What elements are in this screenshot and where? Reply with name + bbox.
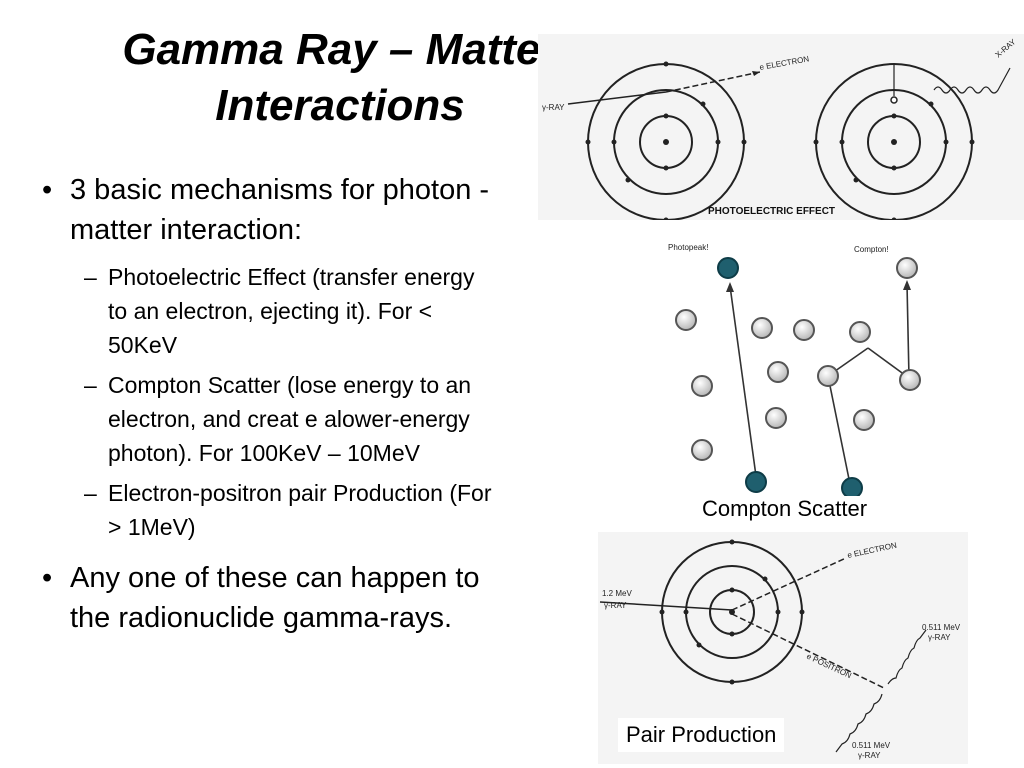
bullet-any-one: Any one of these can happen to the radio…: [40, 558, 500, 638]
title-line-2: Interactions: [215, 81, 465, 130]
compton-caption: Compton Scatter: [702, 496, 868, 522]
pp-label-annih-2b: γ-RAY: [858, 751, 881, 760]
pp-label-annih-1: 0.511 MeV: [922, 623, 961, 632]
pp-label-annih-2: 0.511 MeV: [852, 741, 891, 750]
pe-label-xray: X-RAY: [994, 37, 1019, 60]
pp-label-gamma: γ-RAY: [604, 601, 627, 610]
pair-production-diagram: 1.2 MeV γ-RAY e ELECTRON e POSITRON 0.51…: [599, 539, 961, 760]
pp-label-electron: e ELECTRON: [847, 541, 898, 560]
compton-figure: Photopeak! Compton!: [662, 236, 942, 498]
label-compton: Compton!: [854, 245, 889, 254]
title-line-1: Gamma Ray – Matter: [122, 25, 558, 74]
pe-label-electron: e ELECTRON: [759, 54, 810, 72]
slide-title: Gamma Ray – Matter Interactions: [40, 22, 640, 134]
label-photopeak: Photopeak!: [668, 243, 708, 252]
pp-label-positron: e POSITRON: [805, 652, 853, 681]
pe-label-gamma: γ-RAY: [542, 103, 565, 112]
sub-bullet-pair: Electron-positron pair Production (For >…: [40, 476, 500, 544]
pe-caption: PHOTOELECTRIC EFFECT: [708, 206, 835, 217]
bullet-mechanisms: 3 basic mechanisms for photon - matter i…: [40, 170, 500, 250]
sub-bullet-compton: Compton Scatter (lose energy to an elect…: [40, 368, 500, 470]
sub-bullet-photoelectric: Photoelectric Effect (transfer energy to…: [40, 260, 500, 362]
compton-diagram: Photopeak! Compton!: [668, 243, 921, 498]
pair-production-caption: Pair Production: [618, 718, 785, 752]
photoelectric-figure: γ-RAY e ELECTRON X-RAY PHOTOELECTRIC EFF…: [538, 34, 1024, 220]
photoelectric-diagram: γ-RAY e ELECTRON X-RAY PHOTOELECTRIC EFF…: [542, 37, 1019, 220]
bullet-list: 3 basic mechanisms for photon - matter i…: [40, 170, 500, 648]
pp-label-annih-1b: γ-RAY: [928, 633, 951, 642]
pp-label-energy: 1.2 MeV: [602, 589, 632, 598]
